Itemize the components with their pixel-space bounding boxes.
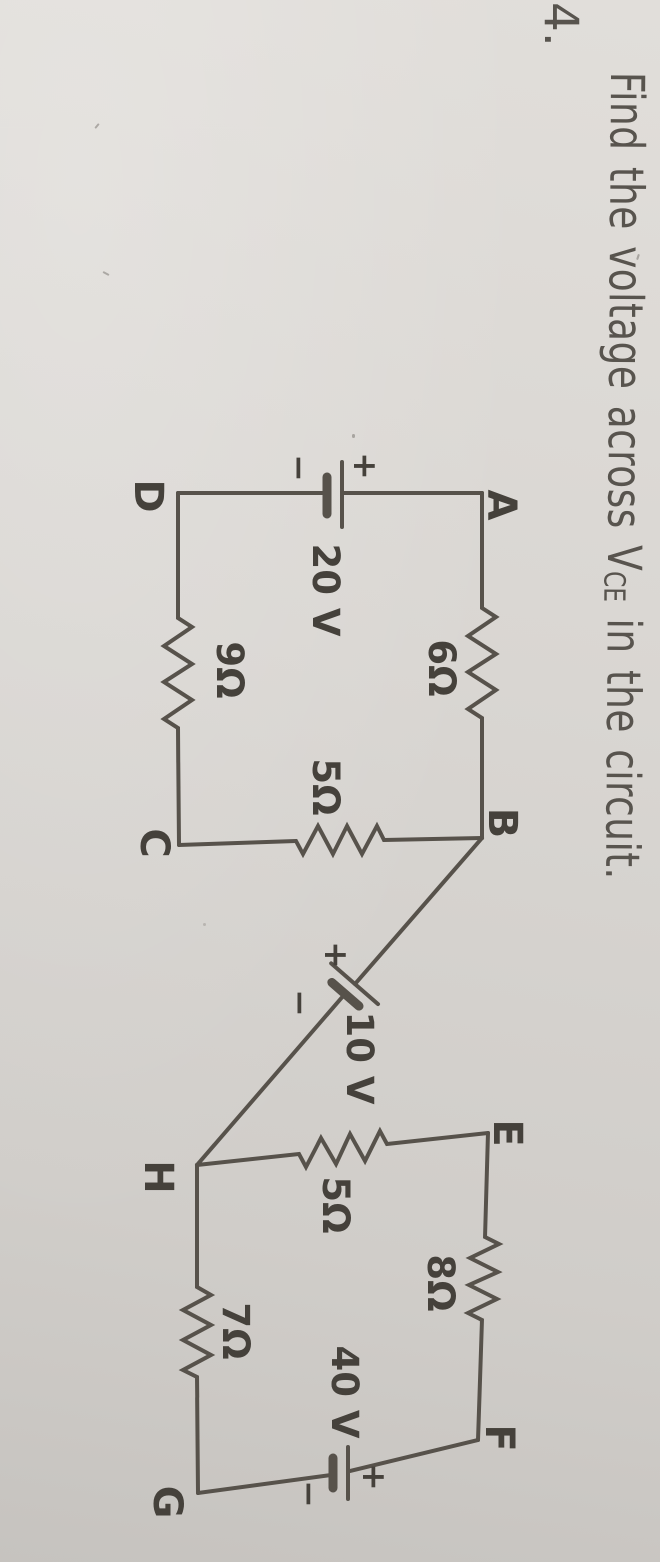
node-label-b: B [479,808,525,839]
battery40-value-label: 40 V [323,1345,366,1438]
battery20-value-label: 20 V [304,543,347,636]
wire-battery10-to-h [195,993,346,1167]
wire-a-to-b-with-6ohm-resistor [464,491,500,840]
battery20-plus-sign: + [346,452,385,480]
node-label-f: F [476,1424,522,1451]
wire-b-to-c-with-5ohm-resistor [177,821,484,859]
wire-d-to-c-with-9ohm-resistor [160,491,196,847]
wire-b-to-battery10 [353,836,484,986]
battery10-plus-sign: + [317,941,356,969]
resistor-label-7ohm: 7Ω [214,1302,257,1359]
battery10-symbol [327,961,380,1011]
node-label-a: A [478,490,524,521]
battery20-minus-sign: − [280,454,319,482]
wire-e-to-f-with-8ohm-resistor [463,1131,504,1442]
node-label-g: G [144,1486,190,1519]
resistor-label-5ohm-left-loop: 5Ω [304,758,347,815]
resistor-label-8ohm: 8Ω [419,1254,462,1311]
resistor-label-6ohm: 6Ω [420,639,463,696]
battery10-minus-sign: − [281,989,320,1017]
wire-h-to-g-with-7ohm-resistor [178,1163,216,1495]
node-label-e: E [484,1119,530,1146]
battery10-value-label: 10 V [338,1011,381,1104]
resistor-label-9ohm: 9Ω [208,641,251,698]
node-label-d: D [125,479,171,512]
battery10-negative-plate [327,977,364,1011]
battery40-plus-sign: + [355,1463,394,1491]
wire-battery40-to-g [196,1473,333,1495]
wire-e-to-h-with-5ohm-resistor [195,1126,490,1172]
resistor-label-5ohm-right-loop: 5Ω [314,1176,357,1233]
node-label-h: H [135,1160,181,1193]
node-label-c: C [131,828,177,857]
battery40-minus-sign: − [290,1480,329,1508]
wire-f-to-battery40 [348,1438,480,1473]
battery10-positive-plate [329,961,380,1007]
